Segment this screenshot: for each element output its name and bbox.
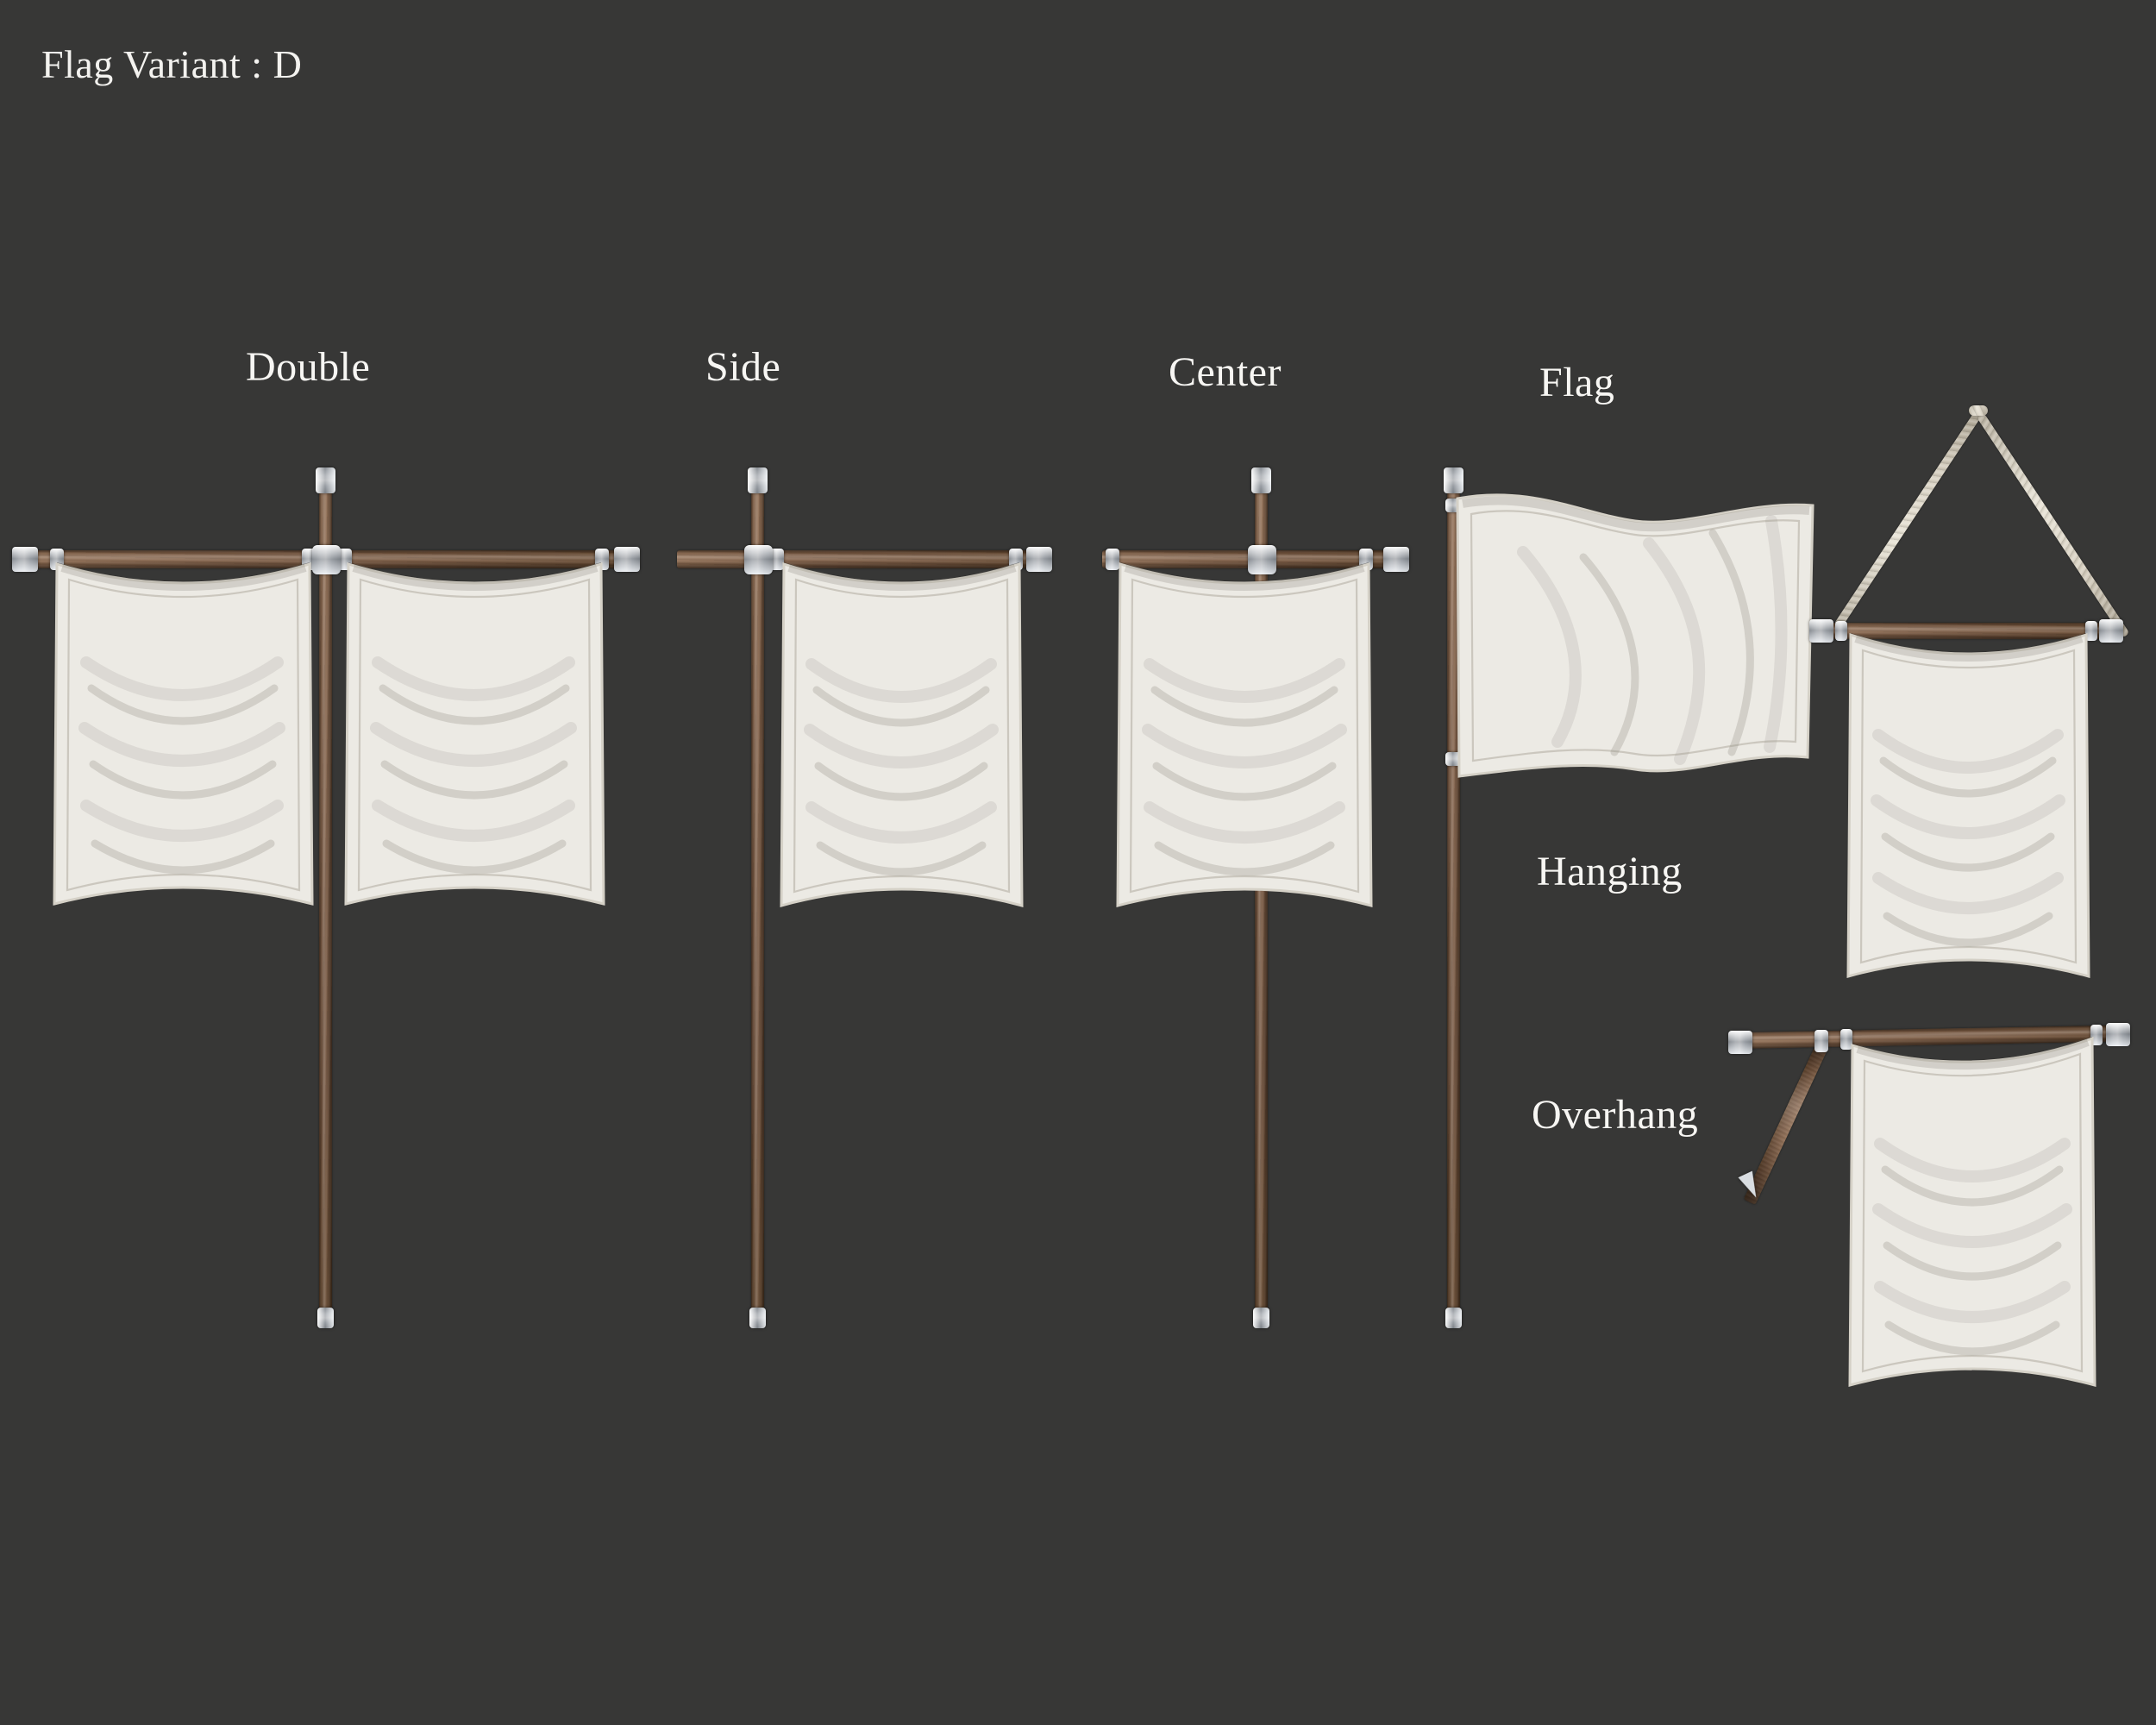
- center-pole-junction-clamp: [1248, 545, 1276, 574]
- overhang-rod-right-cap: [2106, 1023, 2130, 1046]
- hanging-rod-left-cap: [1809, 619, 1833, 643]
- caption-center: Center: [1169, 349, 1282, 395]
- overhang-collar-1: [1840, 1029, 1852, 1050]
- double-pole-bottom-ferrule: [317, 1308, 334, 1328]
- side-banner: [779, 559, 1025, 914]
- double-vertical-pole: [319, 480, 332, 1320]
- center-banner: [1115, 559, 1374, 914]
- center-pole-top-cap: [1251, 467, 1271, 493]
- caption-hanging: Hanging: [1537, 849, 1683, 894]
- double-banner-right: [343, 559, 606, 913]
- double-crossbar-right-cap: [614, 547, 640, 572]
- side-pole-bottom-ferrule: [749, 1308, 766, 1328]
- hanging-collar-2: [2085, 621, 2097, 641]
- side-vertical-pole: [751, 480, 764, 1320]
- flag-pole-bottom-ferrule: [1445, 1308, 1462, 1328]
- double-banner-left: [52, 559, 315, 913]
- caption-double: Double: [246, 344, 371, 390]
- caption-flag: Flag: [1539, 360, 1615, 405]
- double-pole-junction-clamp: [312, 545, 341, 574]
- side-pole-top-cap: [748, 467, 768, 493]
- side-pole-junction-clamp: [744, 545, 773, 574]
- hanging-rope-right: [1976, 412, 2130, 638]
- flag-vertical-pole: [1447, 480, 1460, 1320]
- overhang-collar-joint: [1814, 1030, 1828, 1052]
- flag-pole-top-cap: [1444, 467, 1463, 493]
- hanging-rope-apex: [1969, 405, 1988, 416]
- hanging-rod-right-cap: [2099, 619, 2123, 643]
- overhang-banner: [1847, 1035, 2097, 1396]
- caption-side: Side: [705, 344, 781, 390]
- center-collar-1: [1106, 549, 1119, 570]
- page-title: Flag Variant : D: [41, 42, 303, 86]
- hanging-rod: [1821, 623, 2110, 639]
- side-crossbar-right-cap: [1026, 547, 1052, 572]
- hanging-banner: [1846, 630, 2091, 985]
- side-collar-1: [770, 549, 784, 570]
- center-crossbar-right-cap: [1383, 547, 1409, 572]
- hanging-rope-left: [1833, 404, 1987, 630]
- overhang-rod-left-cap: [1728, 1031, 1752, 1054]
- flag-attach-collar-bottom: [1445, 752, 1461, 766]
- double-crossbar-left-cap: [12, 547, 38, 572]
- flag-cloth: [1454, 483, 1816, 781]
- hanging-collar-1: [1835, 621, 1847, 641]
- caption-overhang: Overhang: [1532, 1092, 1699, 1138]
- double-pole-top-cap: [316, 467, 335, 493]
- center-pole-bottom-ferrule: [1253, 1308, 1269, 1328]
